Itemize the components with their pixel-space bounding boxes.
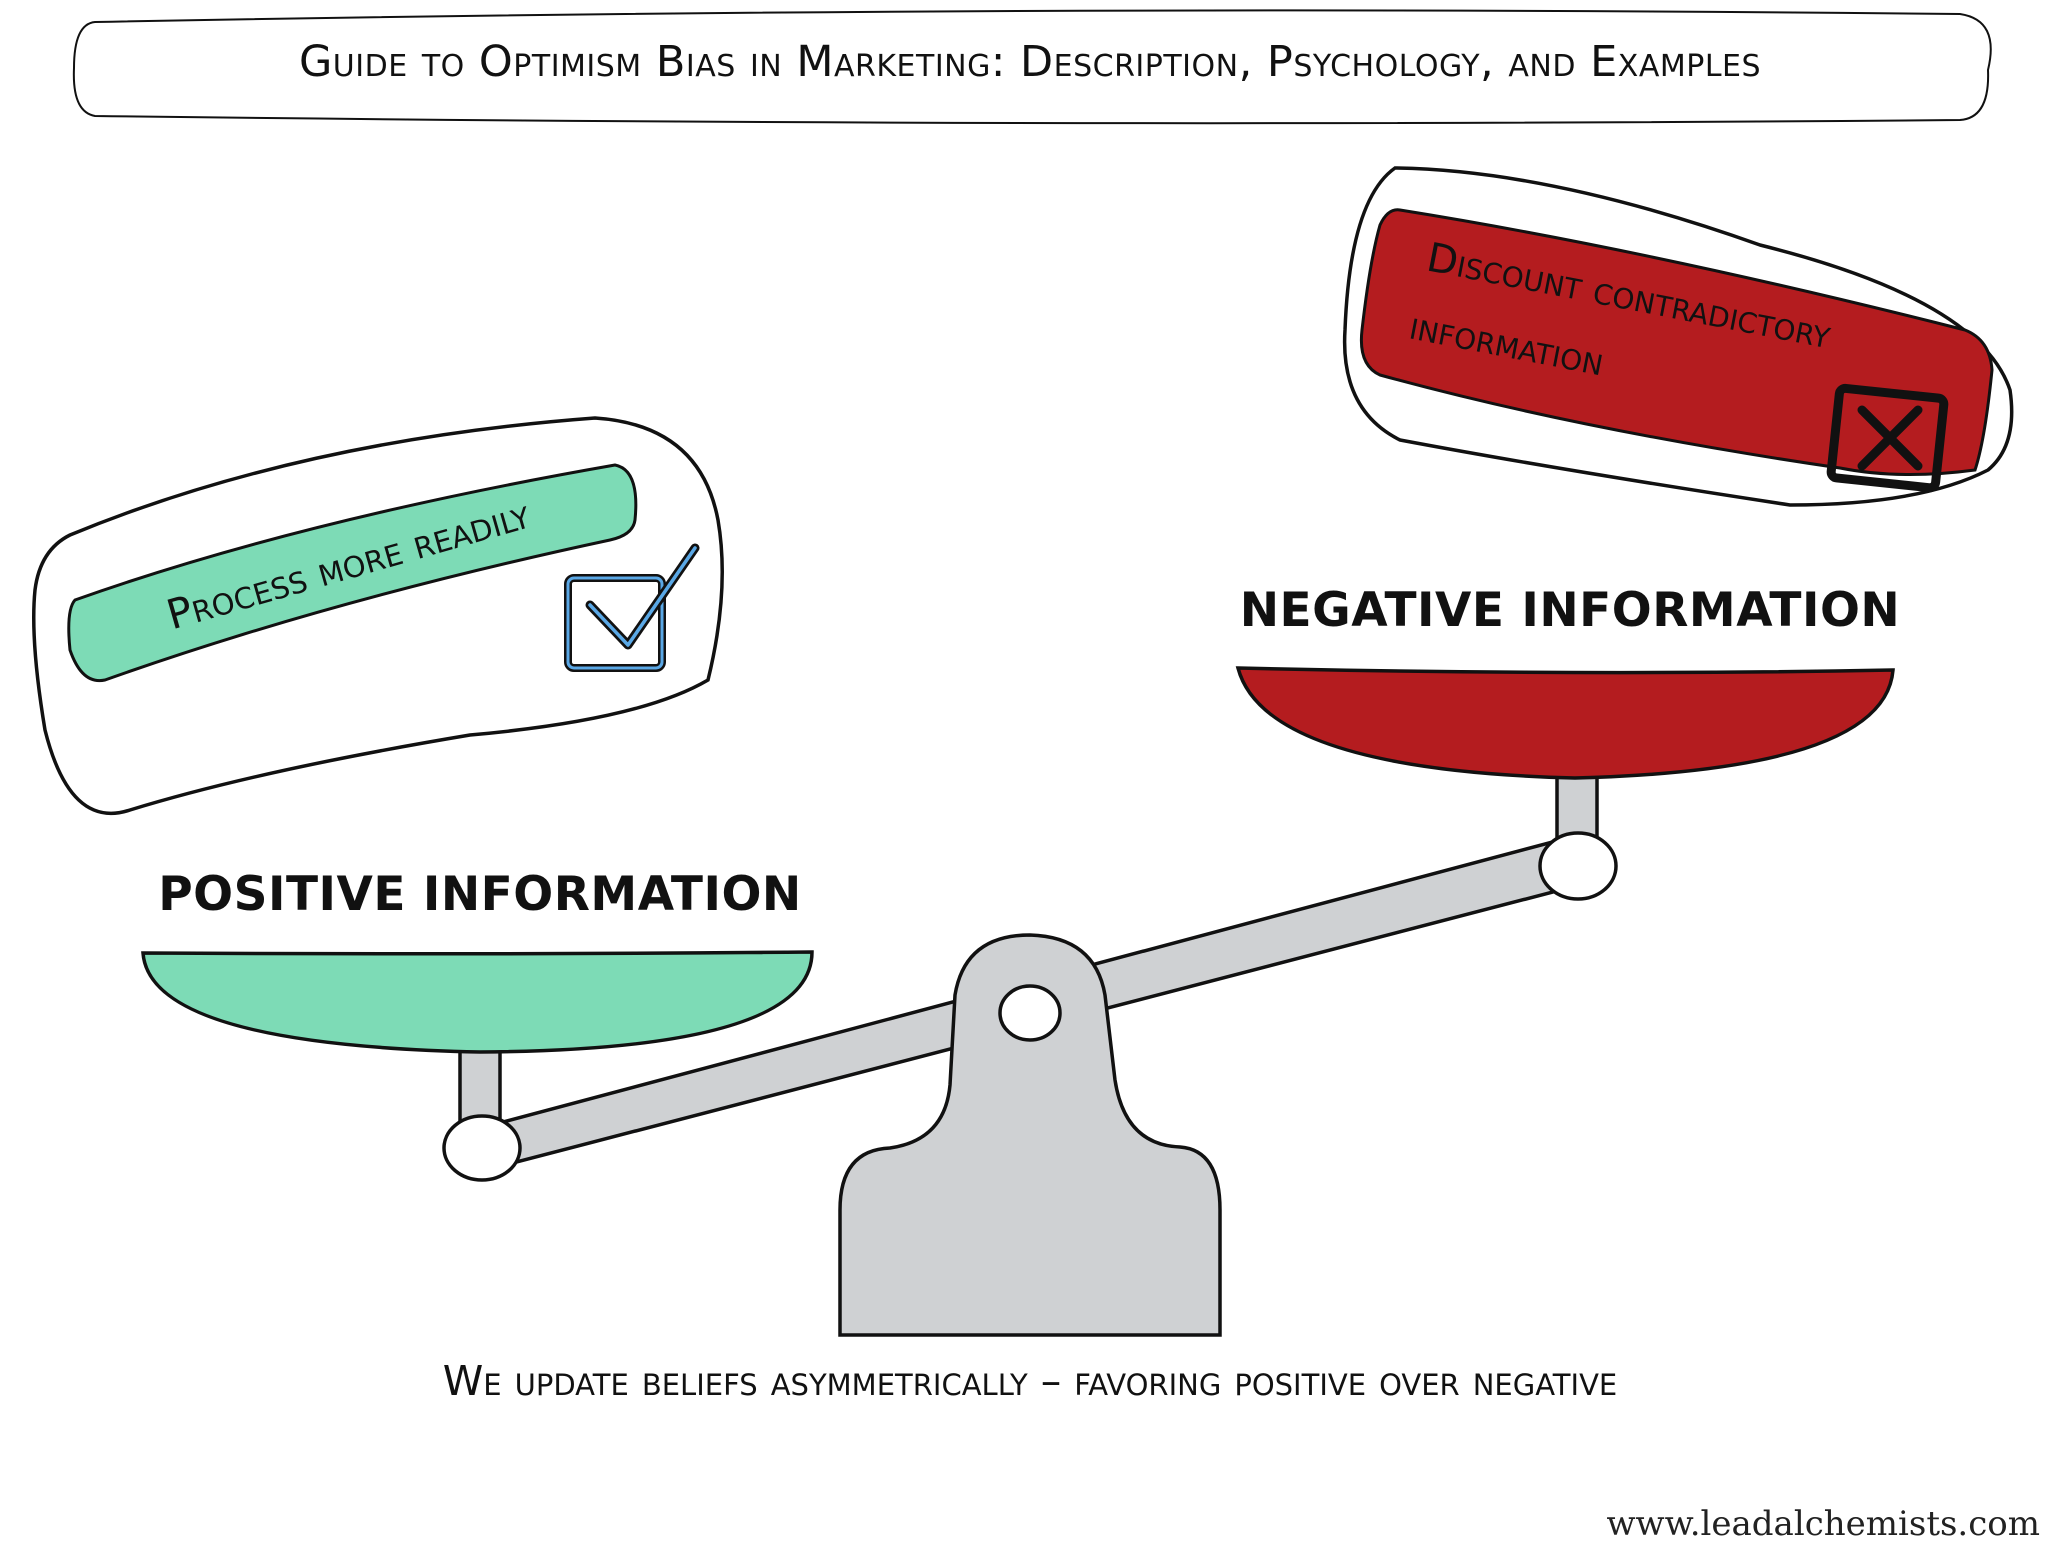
positive-heading: POSITIVE INFORMATION [158, 867, 802, 922]
page-title: Guide to Optimism Bias in Marketing: Des… [299, 37, 1761, 87]
title-frame [72, 9, 1992, 125]
scale-stand [838, 933, 1222, 1337]
left-beam-knob [442, 1114, 522, 1182]
negative-pan [1235, 666, 1895, 780]
pivot-hole [998, 984, 1062, 1042]
balance-scale [141, 666, 1895, 1337]
positive-pan [141, 950, 814, 1054]
positive-callout: Process more readily [32, 416, 724, 816]
positive-pan-stem [458, 1046, 502, 1125]
negative-heading: NEGATIVE INFORMATION [1240, 583, 1901, 638]
footer-url: www.leadalchemists.com [1606, 1504, 2040, 1544]
right-beam-knob [1538, 831, 1618, 901]
checkbox-checked-icon [564, 543, 700, 672]
caption: We update beliefs asymmetrically – favor… [443, 1357, 1617, 1405]
negative-callout: Discount contradictory information [1342, 166, 2014, 507]
checkbox-x-icon [1826, 383, 1949, 493]
title-banner: Guide to Optimism Bias in Marketing: Des… [72, 9, 1992, 125]
positive-callout-tag [67, 463, 638, 683]
